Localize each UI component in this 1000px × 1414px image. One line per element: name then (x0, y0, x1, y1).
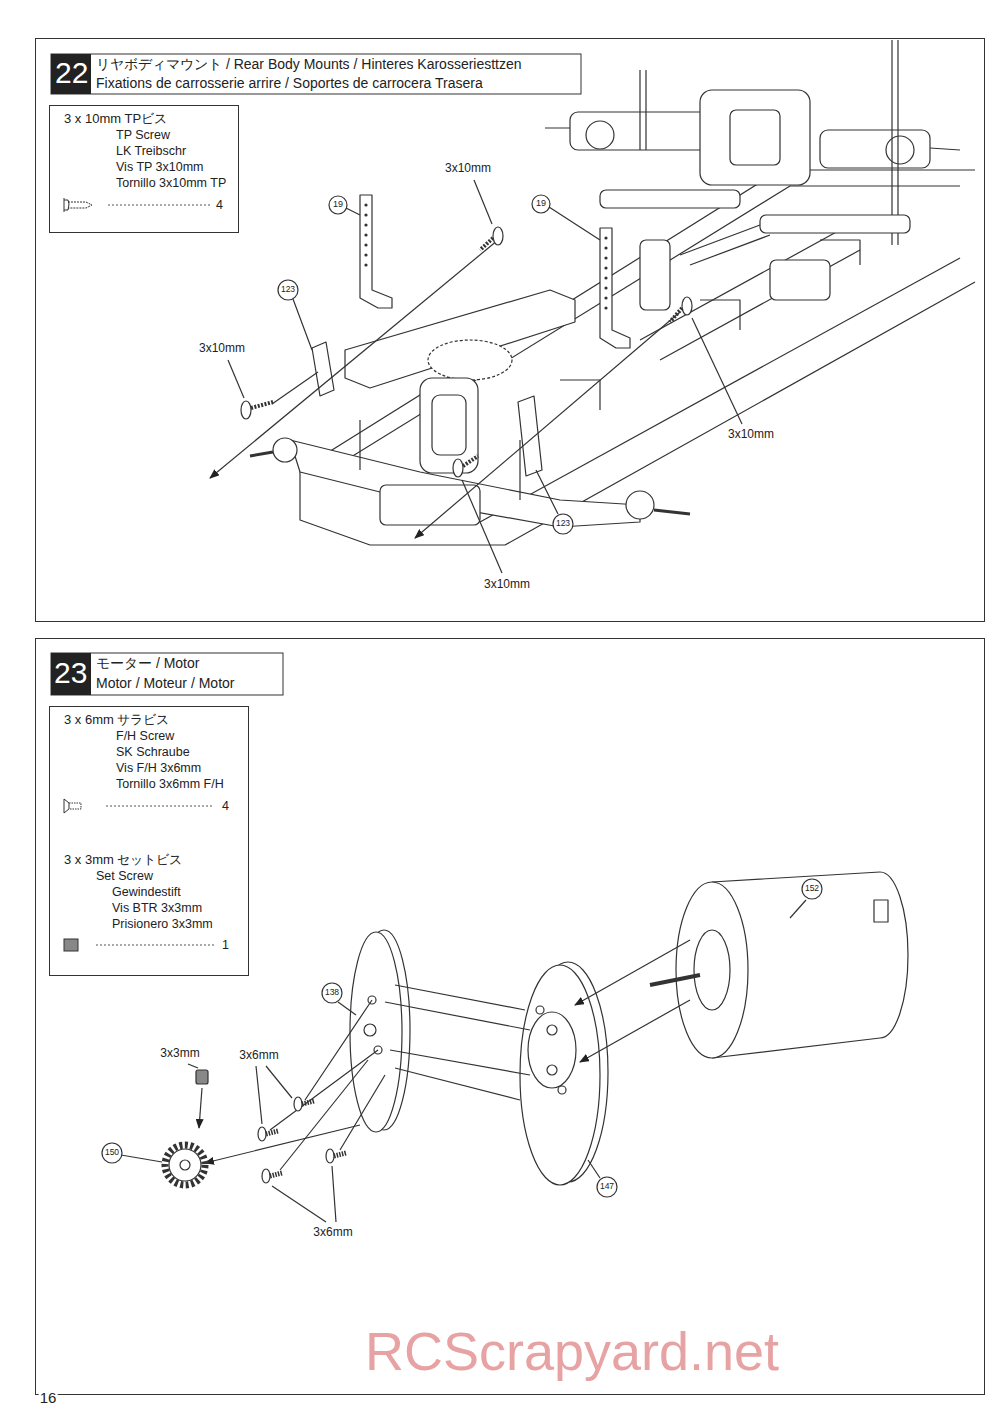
node-text: Vis TP 3x10mm (116, 160, 204, 174)
callout-number: 123 (281, 285, 295, 294)
node-text: Gewindestift (112, 885, 181, 899)
dimension-label: 3x3mm (159, 1047, 200, 1060)
node-text: SK Schraube (116, 745, 190, 759)
node-text: TP Screw (116, 128, 170, 142)
callout-number: 123 (556, 519, 570, 528)
node-text: 3 x 3mm セットビス (64, 853, 182, 868)
node-text: Vis BTR 3x3mm (112, 901, 202, 915)
node-text: 3 x 10mm TPビス (64, 112, 167, 127)
watermark: RCScrapyard.net (365, 1322, 779, 1381)
node-text: 1 (222, 938, 229, 952)
hardware-box: 3 x 6mm サラビスF/H Screw SK SchraubeVis F/H … (49, 706, 249, 976)
callout-number: 138 (325, 988, 339, 997)
dimension-label: 3x6mm (238, 1049, 279, 1062)
callout-number: 150 (105, 1148, 119, 1157)
callout-number: 19 (536, 199, 546, 209)
step-panel: 22 リヤボディマウント / Rear Body Mounts / Hintere… (35, 38, 985, 622)
node-text: Motor / Moteur / Motor (96, 675, 234, 691)
dimension-label: 3x10mm (444, 162, 492, 175)
node-text: F/H Screw (116, 729, 174, 743)
step-panel: 23 モーター / MotorMotor / Moteur / Motor 3 x … (35, 638, 985, 1395)
node-text: Tornillo 3x6mm F/H (116, 777, 224, 791)
node-text: LK Treibschr (116, 144, 186, 158)
dimension-label: 3x6mm (312, 1226, 353, 1239)
node-text: Tornillo 3x10mm TP (116, 176, 226, 190)
dimension-label: 16 (39, 1390, 58, 1407)
callout-number: 147 (600, 1182, 614, 1191)
node-text: Prisionero 3x3mm (112, 917, 213, 931)
node-text: Fixations de carrosserie arrire / Soport… (96, 75, 483, 91)
dimension-label: 3x10mm (727, 428, 775, 441)
node-text: Set Screw (96, 869, 153, 883)
node-text: モーター / Motor (96, 655, 199, 671)
hardware-box: 3 x 10mm TPビスTP Screw LK TreibschrVis TP … (49, 105, 239, 233)
node-text: 4 (216, 198, 223, 212)
dimension-label: 3x10mm (483, 578, 531, 591)
dimension-label: 3x10mm (198, 342, 246, 355)
node-text: 3 x 6mm サラビス (64, 713, 169, 728)
callout-number: 19 (333, 200, 343, 210)
node-text: 4 (222, 799, 229, 813)
step-number: 23 (54, 656, 87, 691)
node-text: リヤボディマウント / Rear Body Mounts / Hinteres … (96, 56, 522, 72)
callout-number: 152 (805, 884, 819, 893)
step-number: 22 (55, 56, 88, 91)
node-text: Vis F/H 3x6mm (116, 761, 201, 775)
